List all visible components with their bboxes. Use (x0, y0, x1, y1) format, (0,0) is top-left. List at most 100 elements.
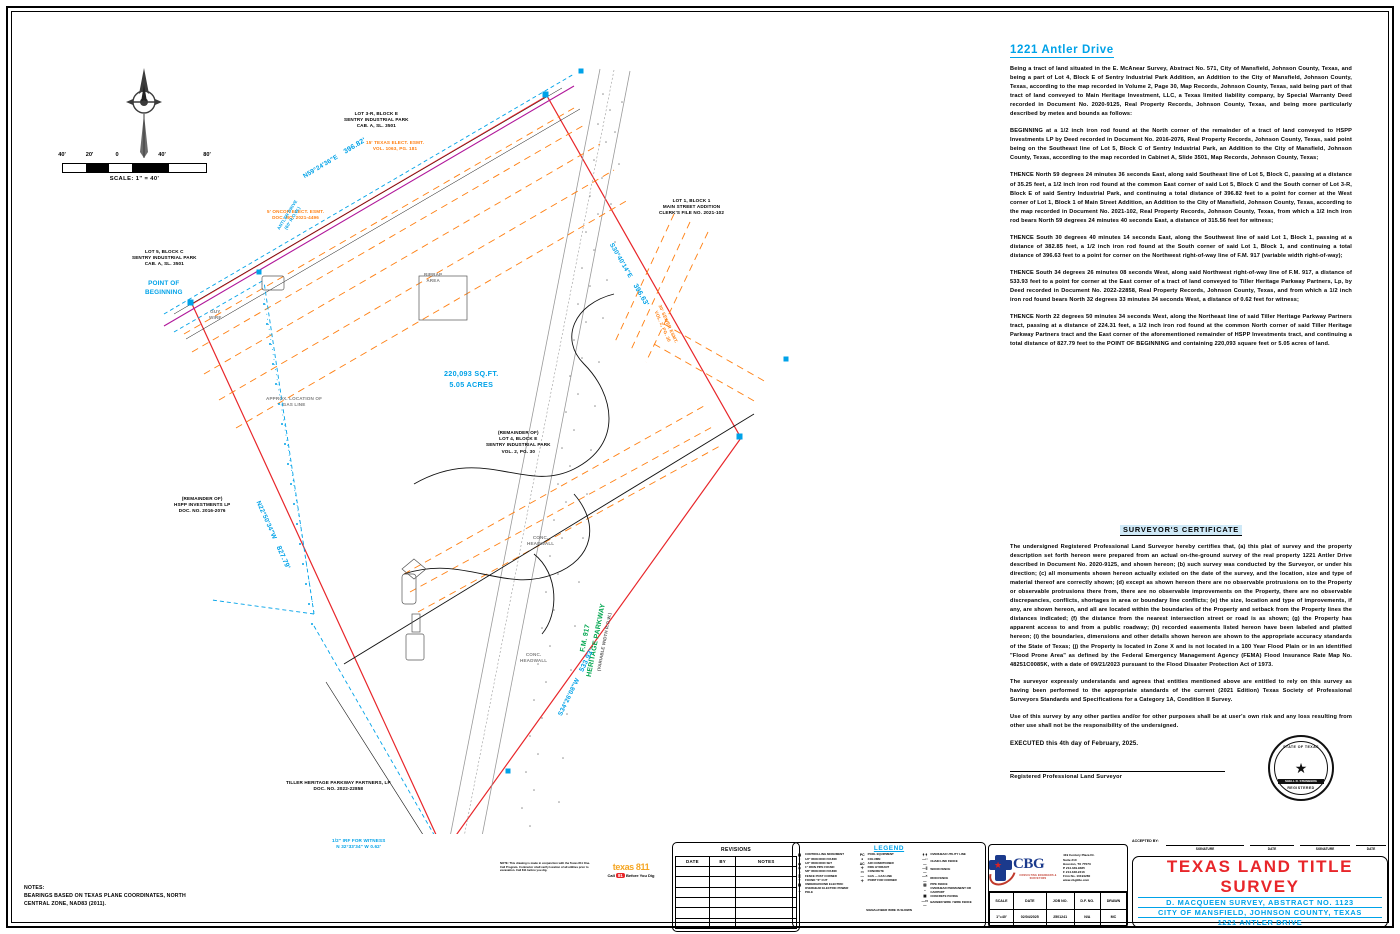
parcel-area-callout: 220,093 SQ.FT. 5.05 ACRES (444, 369, 499, 391)
certificate-title: SURVEYOR'S CERTIFICATE (1120, 525, 1242, 536)
certificate-body-3: Use of this survey by any other parties … (1010, 713, 1352, 729)
air-conditioner-icon: AC (859, 861, 865, 866)
scale-tick-0: 40' (58, 152, 66, 158)
title-divider-3 (1138, 917, 1382, 918)
area-acres: 5.05 ACRES (449, 379, 494, 389)
accept-cap-2: DATE (1267, 847, 1277, 851)
val-job-no: 2501241 (1045, 908, 1075, 926)
drawing-area: 40' 20' 0 40' 80' SCALE: 1" = 40' 220,09… (14, 14, 1000, 849)
power-pole-icon: ▲ (797, 888, 802, 893)
col-df-no: D.F. NO. (1073, 892, 1101, 910)
table-row[interactable] (675, 907, 797, 919)
table-row[interactable] (675, 917, 797, 930)
revisions-col-notes: NOTES (735, 855, 797, 867)
signature-caption: Registered Professional Land Surveyor (1010, 773, 1123, 780)
seal-band-text: SHELL R. STEINBERG (1285, 779, 1317, 783)
label-riprap-area: RIPRAP AREA (424, 272, 443, 284)
legend-block: LEGEND ▣CONTROLLING MONUMENT ○1/2" IRON … (792, 842, 986, 928)
label-tiller-tract: TILLER HERITAGE PARKWAY PARTNERS, LP DOC… (286, 780, 391, 792)
accept-line-4[interactable] (1356, 845, 1386, 846)
label-point-of-beginning: POINT OF BEGINNING (145, 280, 183, 296)
table-row[interactable] (675, 876, 797, 888)
legend-title: LEGEND (873, 845, 905, 852)
seal-band (1278, 779, 1324, 784)
north-arrow-icon (126, 68, 162, 158)
legend-item: ▢FENCE POST CORNER (797, 873, 837, 879)
accept-line-2[interactable] (1250, 845, 1294, 846)
label-conc-headwall-2: CONC. HEADWALL (520, 652, 548, 664)
accept-line-1[interactable] (1166, 845, 1244, 846)
fire-hydrant-icon: ✛ (860, 865, 864, 870)
surveyor-seal-icon: STATE OF TEXAS ★ SHELL R. STEINBERG REGI… (1268, 735, 1334, 801)
accept-cap-1: SIGNATURE (1195, 847, 1215, 851)
legend-item: ↟↟OVERHEAD UTILITY LINE (922, 852, 966, 857)
overhead-utility-icon: ↟↟ (922, 853, 928, 857)
title-divider-1 (1138, 897, 1382, 898)
scale-tick-2: 0 (115, 152, 119, 158)
accept-line-3[interactable] (1300, 845, 1350, 846)
carport-icon: ~ (923, 888, 926, 893)
label-remainder-lot4: (REMAINDER OF) LOT 4, BLOCK E SENTRY IND… (486, 430, 551, 454)
company-block: ★ CBG CONSULTING ENGINEERS & SURVEYORS 4… (984, 844, 1128, 928)
legend-item: ~OVERHEAD PERMANENT OR CARPORT (921, 886, 982, 894)
company-tagline: CONSULTING ENGINEERS & SURVEYORS (1019, 874, 1057, 880)
scale-tick-4: 80' (203, 152, 211, 158)
val-df-no: N/A (1073, 908, 1101, 926)
company-name: CBG (1012, 856, 1045, 872)
seal-bottom-text: REGISTERED (1287, 786, 1315, 790)
project-info-table: SCALE DATE JOB NO. D.F. NO. DRAWN 1"=40'… (989, 892, 1128, 926)
label-guy-wire: GUY WIRE (209, 309, 222, 321)
cbg-logo: ★ CBG CONSULTING ENGINEERS & SURVEYORS (984, 855, 1063, 891)
legend-item: ▣CONTROLLING MONUMENT (797, 852, 845, 857)
legend-footer: SIGNAL/FIBER WIRE IS SHOWN (866, 908, 912, 912)
label-witness-monument: 1/2" IRF FOR WITNESS N 32°33'34" W 0.62' (332, 838, 386, 850)
concrete-icon: ▭ (860, 870, 864, 874)
legal-description-panel: 1221 Antler Drive Being a tract of land … (1010, 40, 1352, 357)
scale-caption: SCALE: 1" = 40' (109, 176, 160, 182)
legend-item: —GAS — GAS LINE (860, 873, 893, 879)
accept-cap-3: SIGNATURE (1315, 847, 1335, 851)
label-easement-texas-electric: 15' TEXAS ELECT. ESMT. VOL. 1063, PG. 18… (366, 140, 424, 152)
texas811-wordmark: texas 811 (612, 862, 650, 872)
legend-item: ●COLUMN (859, 857, 920, 861)
label-hspp-remainder: (REMAINDER OF) HSPP INVESTMENTS LP DOC. … (174, 496, 231, 514)
legend-item: ▤UNDERGROUND ELECTRIC (797, 882, 844, 887)
surveyors-certificate-panel: SURVEYOR'S CERTIFICATE The undersigned R… (1010, 525, 1352, 780)
col-scale: SCALE (989, 892, 1014, 910)
chain-link-fence-icon: —□— (922, 857, 928, 866)
iron-rod-set-icon: ◉ (798, 861, 801, 866)
col-job-no: JOB NO. (1045, 892, 1075, 910)
legend-item: —||—WOOD FENCE (922, 865, 951, 874)
legend-column-right: ↟↟OVERHEAD UTILITY LINE —□—CHAIN LINK FE… (921, 853, 982, 907)
texas-logo-icon: ★ (984, 855, 1021, 891)
title-block-city-county: CITY OF MANSFIELD, JOHNSON COUNTY, TEXAS (1157, 908, 1363, 917)
certificate-executed-date: EXECUTED this 4th day of February, 2025. (1010, 740, 1139, 747)
underground-electric-icon: ▤ (797, 882, 802, 887)
legend-item: ▲OVERHEAD ELECTRIC POWER POLE (797, 886, 849, 894)
legal-para-3: THENCE North 59 degrees 24 minutes 36 se… (1010, 172, 1352, 224)
x-cut-icon: Y (798, 878, 801, 883)
pool-equipment-icon: PC (859, 853, 865, 857)
title-block-address: 1221 ANTLER DRIVE (1217, 918, 1303, 927)
map-notes: NOTES: BEARINGS BASED ON TEXAS PLANE COO… (24, 884, 194, 908)
legal-para-2: BEGINNING at a 1/2 inch iron rod found a… (1010, 128, 1352, 162)
col-date: DATE (1012, 892, 1047, 910)
column-icon: ● (861, 857, 864, 862)
revisions-block: REVISIONS DATE BY NOTES (672, 842, 800, 932)
table-row[interactable] (675, 896, 797, 909)
table-row[interactable] (675, 865, 797, 878)
fence-post-corner-icon: ▢ (797, 874, 802, 879)
label-lot-5: LOT 5, BLOCK C SENTRY INDUSTRIAL PARK CA… (132, 249, 197, 267)
legend-item: ○1/2" IRON ROD FOUND (796, 857, 857, 861)
iron-fence-icon: —×— (922, 874, 928, 883)
legend-item: ▨PIPE FENCE (923, 882, 948, 887)
company-address: 419 Century Plaza Dr. Suite 210 Houston,… (1063, 853, 1095, 883)
iron-pipe-found-icon: ◎ (798, 865, 801, 870)
notes-body: BEARINGS BASED ON TEXAS PLANE COORDINATE… (24, 893, 186, 908)
title-block-survey-abstract: D. MACQUEEN SURVEY, ABSTRACT NO. 1123 (1166, 898, 1354, 907)
accepted-by-label: ACCEPTED BY: (1132, 839, 1159, 843)
scale-ticks: 40' 20' 0 40' 80' (58, 152, 211, 163)
revisions-col-date: DATE (675, 855, 710, 867)
table-row[interactable] (675, 886, 797, 898)
